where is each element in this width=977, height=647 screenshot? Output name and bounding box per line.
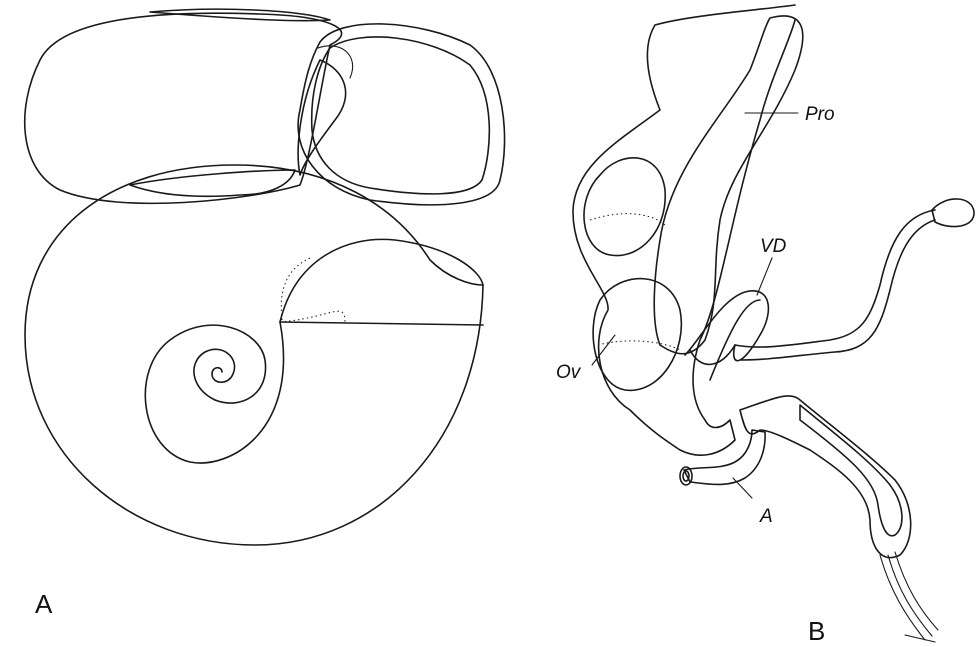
panel-a: A [25, 9, 505, 619]
shell-apical-view [25, 165, 483, 545]
label-pro: Pro [805, 104, 835, 125]
leader-line-vd [757, 258, 772, 295]
label-vd: VD [760, 236, 787, 257]
leader-line-a [733, 478, 752, 498]
shell-side-view [25, 9, 505, 205]
panel-letter-b: B [808, 616, 825, 646]
panel-letter-a: A [35, 589, 53, 619]
panel-b: Pro VD Ov A B [556, 5, 974, 646]
label-ov: Ov [556, 362, 582, 383]
label-a: A [759, 506, 773, 527]
reproductive-tract [573, 5, 974, 642]
